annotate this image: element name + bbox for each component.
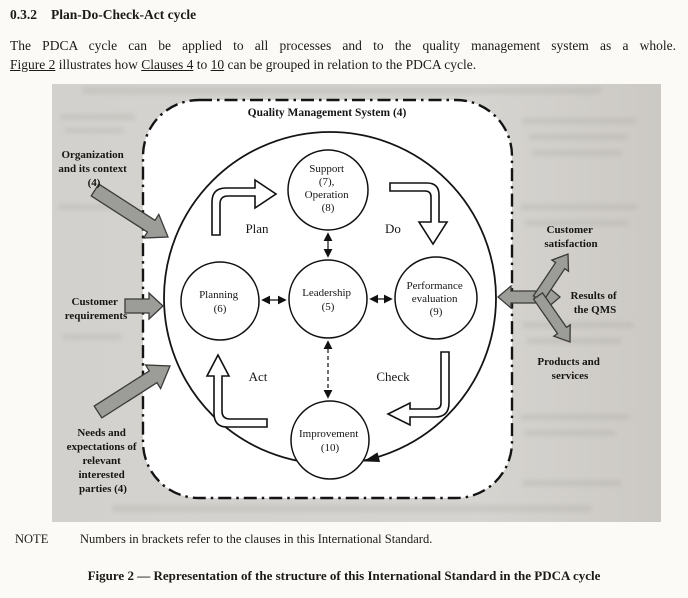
customer-satisfaction-branch-arrow-icon (532, 253, 570, 304)
node-performance-evaluation-label: Performance evaluation (9) (407, 280, 466, 318)
scan-noise (62, 334, 122, 340)
node-support-operation (287, 149, 369, 231)
plan-arrow-icon (211, 178, 278, 236)
paragraph-text: illustrates how (55, 57, 142, 72)
note-block: NOTE Numbers in brackets refer to the cla… (15, 532, 675, 547)
organization-line: Organization (61, 149, 123, 161)
paragraph-line-1: The PDCA cycle can be applied to all pro… (10, 38, 676, 53)
results-of-qms-label: Results of the QMS (571, 290, 620, 316)
scan-noise (112, 505, 592, 512)
products-line: Products and (537, 356, 599, 368)
node-improvement-label: Improvement (10) (299, 428, 361, 454)
pdca-figure: Quality Management System (4) Plan Do Ch… (52, 84, 661, 522)
act-arrow-icon (205, 353, 268, 428)
scan-noise (522, 118, 637, 124)
support-line: Support (309, 163, 344, 175)
needs-line: Needs and (77, 427, 126, 439)
scan-noise (526, 338, 622, 344)
customer-requirements-input-arrow-icon (124, 291, 164, 321)
organization-line: and its context (58, 163, 127, 175)
paragraph-text: can be grouped in relation to the PDCA c… (224, 57, 477, 72)
performance-line: evaluation (412, 293, 458, 305)
scan-noise (520, 414, 630, 420)
support-line: Operation (305, 189, 349, 201)
qms-label: Quality Management System (4) (248, 107, 407, 119)
customer-requirements-label: Customer requirements (65, 296, 128, 322)
paragraph-line-2: Figure 2 illustrates how Clauses 4 to 10… (10, 55, 676, 74)
phase-label-plan: Plan (245, 221, 269, 236)
results-line: Results of (571, 290, 617, 302)
customer-requirements-line: requirements (65, 310, 128, 322)
node-leadership-label: Leadership (5) (302, 287, 354, 313)
needs-input-arrow-icon (93, 364, 171, 419)
section-heading: 0.3.2 Plan-Do-Check-Act cycle (10, 7, 196, 23)
leadership-line: Leadership (302, 287, 351, 299)
customer-satisfaction-label: Customer satisfaction (544, 224, 597, 250)
scan-noise (58, 204, 128, 210)
organization-context-label: Organization and its context (4) (58, 149, 129, 189)
planning-line: Planning (199, 289, 239, 301)
do-arrow-icon (389, 182, 449, 246)
scan-noise (520, 204, 638, 210)
support-line: (8) (322, 202, 335, 214)
support-line: (7), (319, 176, 335, 188)
planning-line: (6) (214, 303, 227, 315)
improvement-line: (10) (321, 442, 340, 454)
scan-noise (522, 322, 634, 328)
improvement-line: Improvement (299, 428, 358, 440)
node-planning-label: Planning (6) (199, 289, 241, 315)
note-text: Numbers in brackets refer to the clauses… (80, 532, 433, 546)
node-performance-evaluation (394, 256, 478, 340)
node-leadership (288, 259, 368, 339)
node-improvement (290, 400, 370, 480)
do-label: Do (385, 221, 401, 236)
paragraph-text: to (193, 57, 211, 72)
cycle-arrowhead-icon (363, 452, 381, 463)
organization-input-arrow-icon (90, 183, 169, 239)
node-support-operation-label: Support (7), Operation (8) (305, 163, 352, 214)
needs-expectations-label: Needs and expectations of relevant inter… (67, 427, 140, 495)
scan-noise (60, 114, 135, 120)
section-title: Plan-Do-Check-Act cycle (51, 7, 197, 22)
check-arrow-icon (386, 351, 450, 427)
pdca-diagram: Quality Management System (4) Plan Do Ch… (58, 98, 620, 500)
check-label: Check (376, 369, 410, 384)
customer-requirements-line: Customer (72, 296, 119, 308)
act-label: Act (249, 369, 268, 384)
scan-noise (528, 134, 628, 140)
customer-satisfaction-line: satisfaction (544, 238, 597, 250)
scan-noise (525, 220, 629, 226)
organization-line: (4) (88, 177, 101, 189)
intro-paragraph: The PDCA cycle can be applied to all pro… (10, 36, 676, 74)
needs-line: relevant (82, 455, 121, 467)
customer-satisfaction-line: Customer (547, 224, 594, 236)
leadership-line: (5) (322, 301, 335, 313)
scan-noise (524, 430, 616, 436)
scan-noise (522, 480, 622, 486)
plan-label: Plan (245, 221, 269, 236)
note-label: NOTE (15, 532, 49, 546)
clauses-4-reference[interactable]: Clauses 4 (141, 57, 194, 72)
needs-line: expectations of (67, 441, 137, 453)
scan-noise (82, 87, 602, 94)
clause-10-reference[interactable]: 10 (210, 57, 225, 72)
products-line: services (552, 370, 589, 382)
performance-line: Performance (407, 280, 463, 292)
phase-label-act: Act (249, 369, 268, 384)
node-planning (180, 261, 260, 341)
results-line: the QMS (574, 304, 616, 316)
needs-line: parties (4) (79, 483, 127, 495)
products-services-label: Products and services (537, 356, 602, 382)
phase-label-do: Do (385, 221, 401, 236)
scan-noise (532, 150, 622, 156)
figure-2-reference[interactable]: Figure 2 (10, 57, 56, 72)
products-branch-arrow-icon (532, 291, 571, 343)
qms-label-text: Quality Management System (4) (248, 107, 407, 119)
performance-line: (9) (430, 306, 443, 318)
figure-caption: Figure 2 — Representation of the structu… (87, 568, 601, 583)
phase-label-check: Check (376, 369, 410, 384)
scan-noise (64, 128, 124, 133)
needs-line: interested (79, 469, 125, 481)
section-number: 0.3.2 (10, 7, 37, 22)
